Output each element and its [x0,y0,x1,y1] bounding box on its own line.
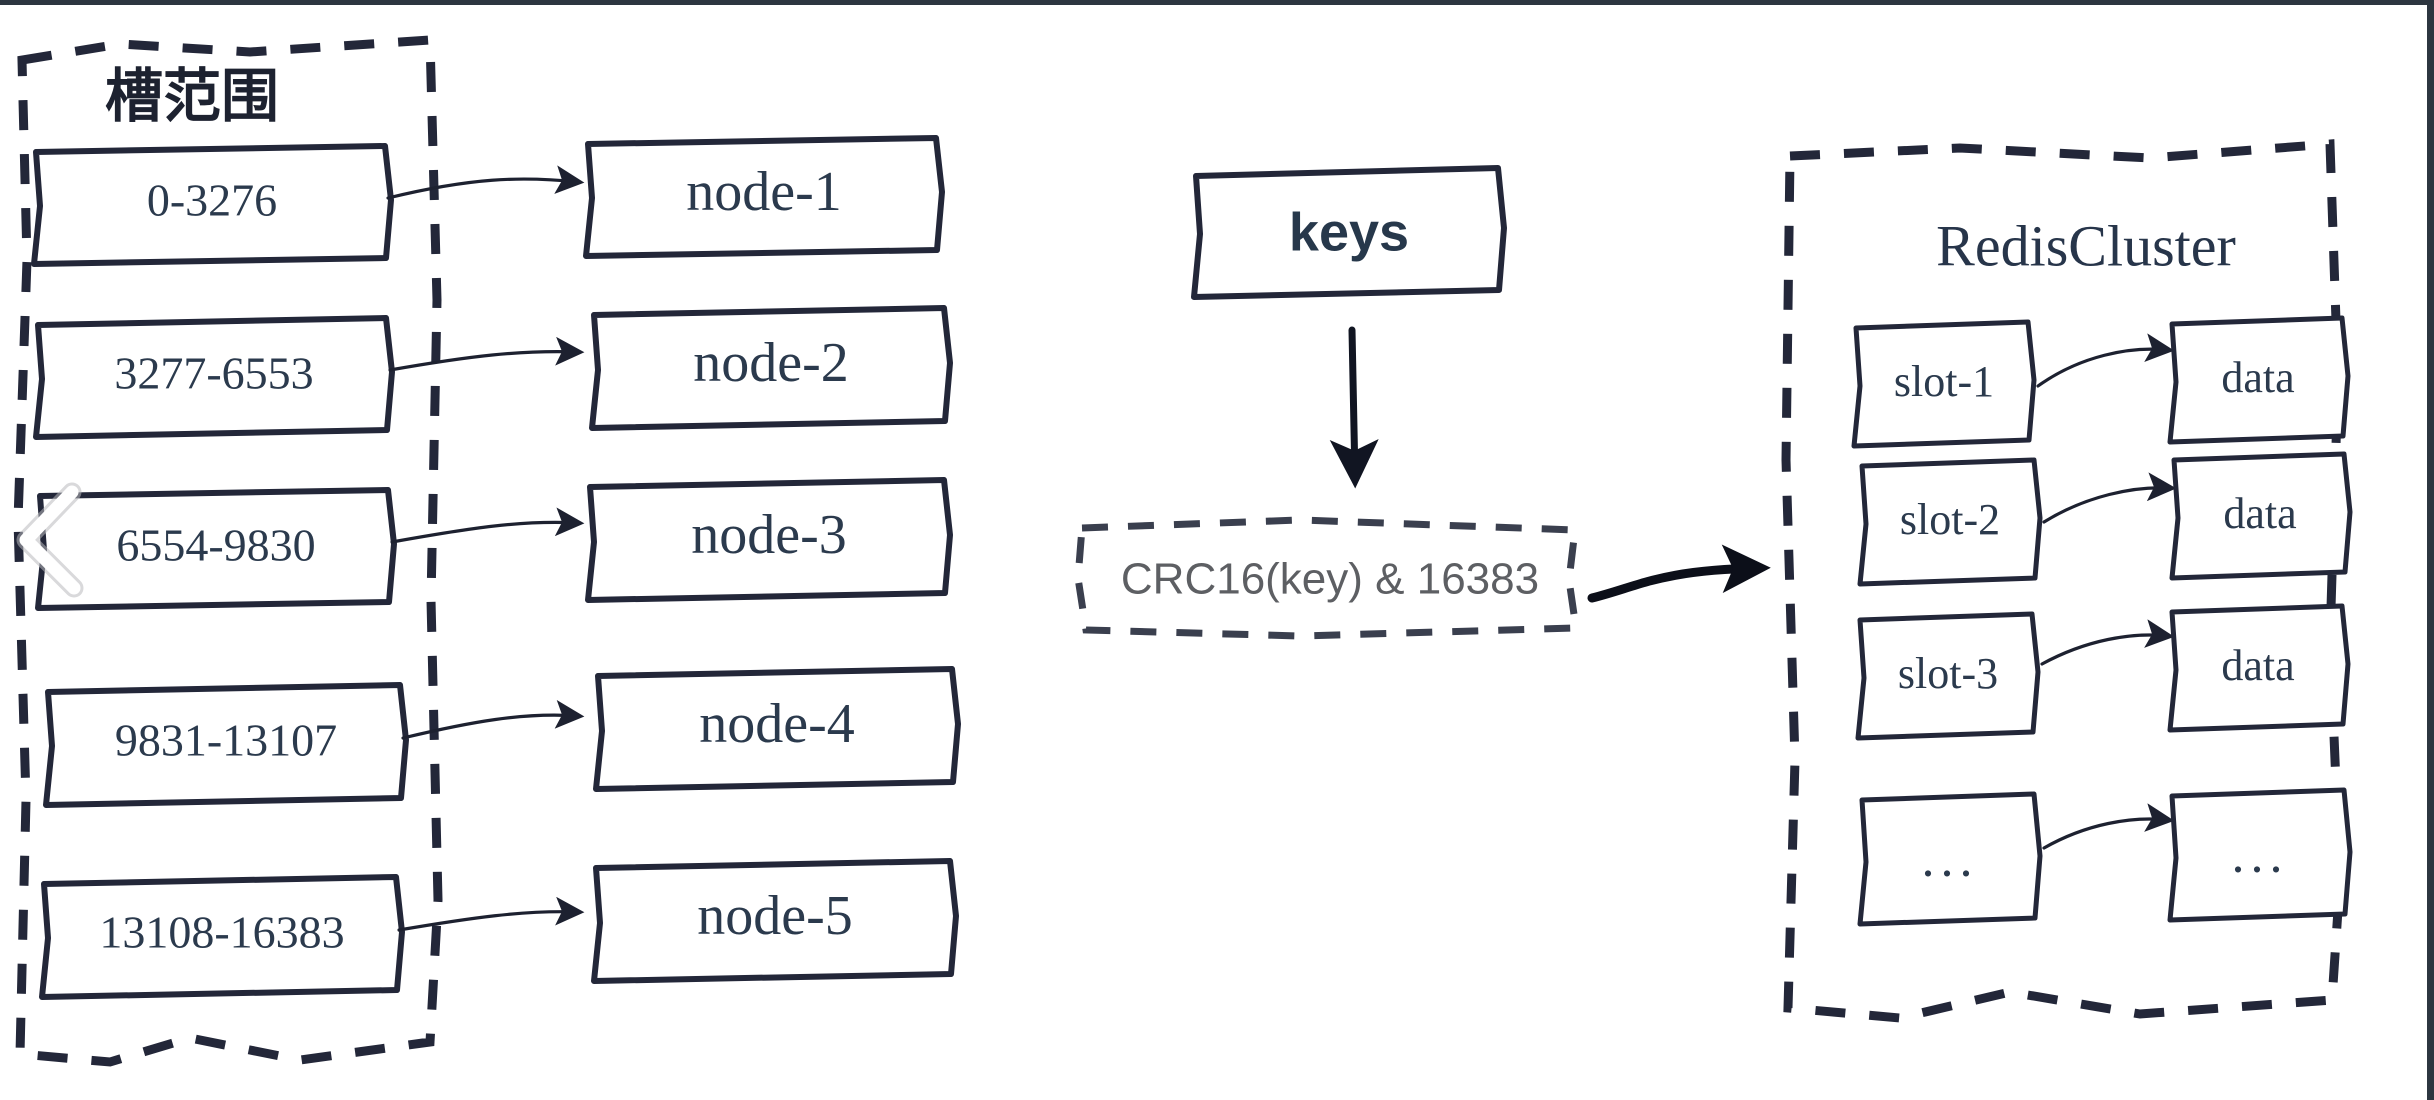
connector-arrow-4 [401,699,585,740]
data-label: data [2223,489,2296,538]
hash-expression-label: CRC16(key) & 16383 [1121,555,1539,604]
node-label: node-5 [697,885,853,947]
node-box-1[interactable]: node-1 [583,135,945,259]
node-box-2[interactable]: node-2 [589,305,953,431]
keys-box[interactable]: keys [1191,165,1507,300]
connector-arrow-1 [386,165,585,200]
slot-range-label: 13108-16383 [99,907,344,958]
node-label: node-2 [693,332,849,394]
data-box-3[interactable]: data [2167,603,2351,733]
slot-box-3[interactable]: slot-3 [1855,611,2041,741]
frame-top-edge [0,0,2434,5]
cluster-row-4: ... ... [1857,787,2353,927]
slot-box-2[interactable]: slot-2 [1857,457,2043,587]
keys-to-hash-arrow [1329,326,1379,489]
cluster-row-2: slot-2 data [1857,451,2353,587]
slot-to-data-arrow [2036,333,2175,388]
slot-box-ellipsis[interactable]: ... [1857,791,2043,927]
slot-range-box-3[interactable]: 6554-9830 [35,487,397,611]
connector-arrow-5 [397,896,585,932]
redis-cluster-container [1781,139,2345,1023]
slot-range-box-2[interactable]: 3277-6553 [33,315,395,440]
cluster-row-3: slot-3 data [1855,603,2351,741]
redis-cluster-group: RedisCluster slot-1 data slot-2 [1781,139,2353,1023]
slot-label: slot-1 [1894,357,1994,406]
data-box-1[interactable]: data [2167,315,2351,445]
connector-arrow-3 [390,507,585,544]
node-label: node-4 [699,693,855,755]
chevron-left-cursor-icon [16,482,84,598]
slot-range-box-1[interactable]: 0-3276 [31,143,394,267]
node-label: node-3 [691,504,847,566]
data-label: ... [2232,827,2289,884]
node-label: node-1 [686,161,842,223]
slot-to-data-arrow [2042,803,2175,850]
slot-label: ... [1922,831,1979,888]
slot-range-title: 槽范围 [105,62,279,130]
slot-to-data-arrow [2040,619,2175,666]
slot-range-label: 6554-9830 [116,520,315,571]
data-label: data [2221,641,2294,690]
slot-to-data-arrow [2042,472,2177,524]
slot-range-box-5[interactable]: 13108-16383 [39,874,405,1000]
data-box-ellipsis[interactable]: ... [2167,787,2353,923]
node-box-5[interactable]: node-5 [591,858,959,984]
node-box-4[interactable]: node-4 [593,666,961,792]
slot-range-group: 槽范围 0-3276 3277-6553 6554-9830 9831-1310… [13,35,443,1067]
slot-label: slot-3 [1898,649,1998,698]
data-box-2[interactable]: data [2169,451,2353,581]
node-box-3[interactable]: node-3 [585,477,953,603]
slot-range-label: 3277-6553 [114,348,313,399]
redis-cluster-title: RedisCluster [1936,213,2236,278]
slot-range-label: 0-3276 [147,175,277,226]
slot-label: slot-2 [1900,495,2000,544]
frame-right-edge [2427,0,2434,1100]
connector-arrow-2 [388,336,585,372]
slot-range-box-4[interactable]: 9831-13107 [43,682,409,808]
slot-range-container [13,35,443,1067]
keys-label: keys [1289,202,1409,262]
slot-to-node-connectors [386,165,585,932]
slot-box-1[interactable]: slot-1 [1851,319,2037,449]
data-label: data [2221,353,2294,402]
slot-range-label: 9831-13107 [115,715,337,766]
hash-function-box[interactable]: CRC16(key) & 16383 [1074,516,1581,640]
key-hash-flow: keys CRC16(key) & 16383 [1074,165,1771,640]
cluster-row-1: slot-1 data [1851,315,2351,449]
node-list: node-1 node-2 node-3 node-4 node-5 [583,135,961,984]
hash-to-cluster-arrow [1587,544,1771,603]
